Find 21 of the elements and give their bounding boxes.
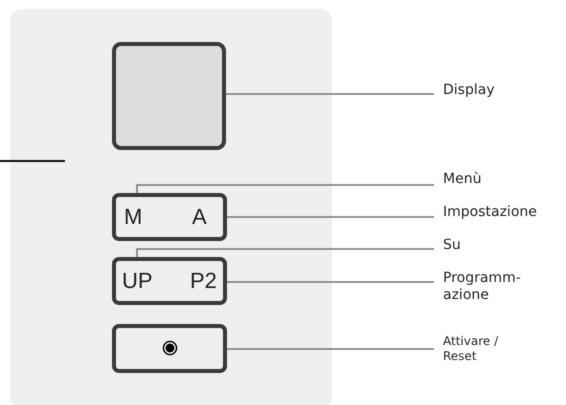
leader-line <box>136 248 434 257</box>
leader-line <box>136 184 434 193</box>
leader-line <box>226 93 434 95</box>
display-screen <box>112 42 226 150</box>
leader-line <box>227 348 434 350</box>
callout-label: Impostazione <box>443 204 563 221</box>
reset-button <box>112 324 227 373</box>
device-panel <box>10 9 332 405</box>
button-frame <box>112 193 227 241</box>
button-label: UP <box>122 269 153 293</box>
callout-label: Programm- azione <box>443 270 523 304</box>
button-frame <box>112 257 227 305</box>
button-label: A <box>192 205 207 229</box>
leader-line <box>227 281 434 283</box>
callout-label: Menù <box>443 171 553 188</box>
callout-label: Su <box>443 237 553 254</box>
callout-label: Attivare / Reset <box>443 334 523 364</box>
button-label: P2 <box>190 269 217 293</box>
leader-line <box>227 216 434 218</box>
button-label: M <box>124 205 142 229</box>
callout-label: Display <box>443 82 553 99</box>
